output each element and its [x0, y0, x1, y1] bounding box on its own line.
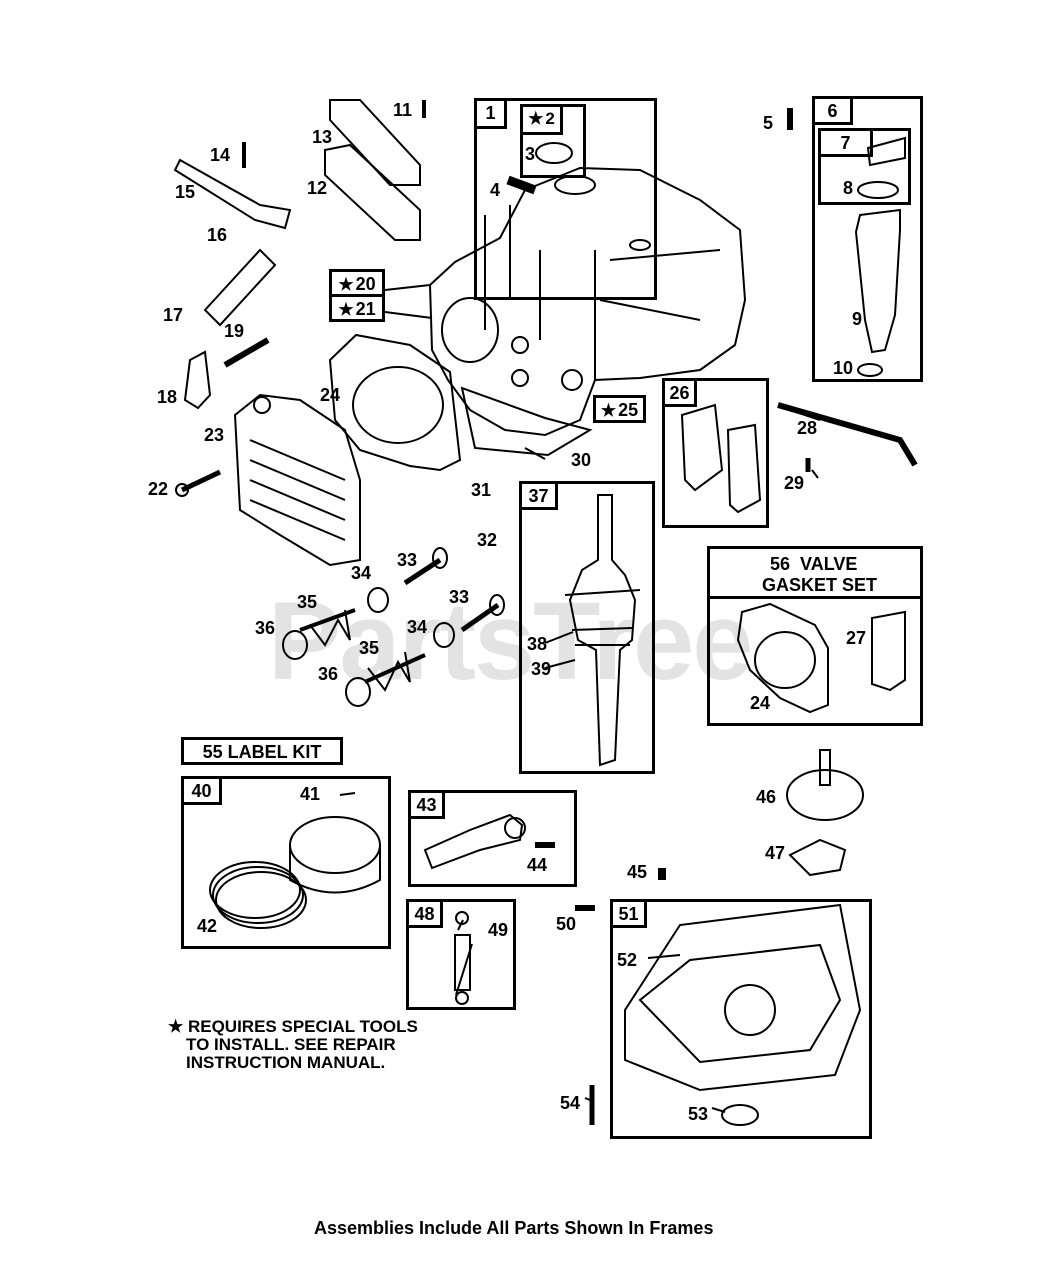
callout-46: 46 — [756, 787, 777, 807]
frame-2-number-text: 2 — [545, 109, 555, 128]
crankshaft-drawing — [564, 494, 641, 767]
note-line-2: TO INSTALL. SEE REPAIR — [186, 1035, 396, 1054]
callout-4: 4 — [490, 180, 501, 200]
frame-43: 43 — [408, 790, 577, 887]
callout-14: 14 — [210, 145, 231, 165]
callout-16: 16 — [207, 225, 228, 245]
callout-13: 13 — [312, 127, 333, 147]
callout-24-valve-set: 24 — [750, 693, 771, 713]
callout-19: 19 — [224, 321, 245, 341]
special-tools-note: ★ REQUIRES SPECIAL TOOLS TO INSTALL. SEE… — [168, 1018, 418, 1072]
frame-37-number: 37 — [522, 484, 558, 510]
frame-6: 6 — [812, 96, 923, 382]
callout-10: 10 — [833, 358, 854, 378]
callout-30: 30 — [571, 450, 592, 470]
note-line-1: ★ REQUIRES SPECIAL TOOLS — [168, 1017, 418, 1036]
callout-12: 12 — [307, 178, 328, 198]
frame-2: 2 — [520, 104, 586, 178]
callout-23: 23 — [204, 425, 225, 445]
frame-56-valve-gasket-set: 56 VALVE GASKET SET — [707, 546, 923, 726]
callout-8: 8 — [843, 178, 854, 198]
head-gasket-drawing — [328, 333, 462, 472]
star-label-25-text: 25 — [618, 400, 639, 420]
callout-11: 11 — [393, 100, 413, 120]
callout-44: 44 — [527, 855, 548, 875]
callout-5: 5 — [763, 113, 774, 133]
frame-51: 51 — [610, 899, 872, 1139]
frame-48: 48 — [406, 899, 516, 1010]
sump-drawing — [624, 903, 862, 1092]
callout-32: 32 — [477, 530, 498, 550]
frame-7-number: 7 — [821, 131, 873, 157]
callout-54: 54 — [560, 1093, 581, 1113]
valve-gasket-set-line1: 56 VALVE — [770, 554, 858, 574]
callout-36-lower: 36 — [318, 664, 339, 684]
callout-29: 29 — [784, 473, 805, 493]
label-kit-text: 55 LABEL KIT — [202, 742, 322, 762]
callout-35-upper: 35 — [297, 592, 318, 612]
frame-26: 26 — [662, 378, 769, 528]
valve-gasket-set-header: 56 VALVE GASKET SET — [710, 549, 920, 599]
frame-40-number: 40 — [184, 779, 222, 805]
callout-33-upper: 33 — [397, 550, 418, 570]
callout-41: 41 — [300, 784, 321, 804]
callout-50: 50 — [556, 914, 577, 934]
callout-35-lower: 35 — [359, 638, 380, 658]
star-label-20: 20 — [329, 269, 385, 297]
frame-1: 1 — [474, 98, 657, 300]
frame-2-number: 2 — [523, 107, 563, 135]
frame-6-number: 6 — [815, 99, 853, 125]
cylinder-head-drawing — [233, 393, 361, 567]
callout-36-upper: 36 — [255, 618, 276, 638]
callout-22: 22 — [148, 479, 169, 499]
frame-51-number: 51 — [613, 902, 647, 928]
callout-53: 53 — [688, 1104, 709, 1124]
label-kit-box: 55 LABEL KIT — [181, 737, 343, 765]
callout-17: 17 — [163, 305, 184, 325]
callout-39: 39 — [531, 659, 552, 679]
callout-45: 45 — [627, 862, 648, 882]
frame-37: 37 — [519, 481, 655, 774]
star-label-20-text: 20 — [355, 274, 376, 294]
valve-gasket-set-line2: GASKET SET — [762, 575, 878, 595]
callout-15: 15 — [175, 182, 196, 202]
footer-caption: Assemblies Include All Parts Shown In Fr… — [314, 1218, 714, 1238]
callout-34-upper: 34 — [351, 563, 372, 583]
callout-38: 38 — [527, 634, 548, 654]
callout-28: 28 — [797, 418, 818, 438]
callout-27: 27 — [846, 628, 867, 648]
frame-7: 7 — [818, 128, 911, 205]
callout-49: 49 — [488, 920, 509, 940]
callout-18: 18 — [157, 387, 178, 407]
callout-34-lower: 34 — [407, 617, 428, 637]
callout-3: 3 — [525, 144, 536, 164]
frame-1-number: 1 — [477, 101, 507, 129]
star-label-21: 21 — [329, 294, 385, 322]
callout-31: 31 — [471, 480, 492, 500]
callout-9: 9 — [852, 309, 863, 329]
frame-40: 40 — [181, 776, 391, 949]
note-line-3: INSTRUCTION MANUAL. — [186, 1053, 386, 1072]
frame-43-number: 43 — [411, 793, 445, 819]
callout-42: 42 — [197, 916, 218, 936]
star-label-21-text: 21 — [355, 299, 376, 319]
frame-48-number: 48 — [409, 902, 443, 928]
callout-33-lower: 33 — [449, 587, 470, 607]
gasket-30-drawing — [460, 386, 593, 457]
star-label-25: 25 — [593, 395, 646, 423]
callout-24-head-gasket: 24 — [320, 385, 341, 405]
callout-47: 47 — [765, 843, 786, 863]
frame-26-number: 26 — [665, 381, 697, 407]
callout-52: 52 — [617, 950, 638, 970]
